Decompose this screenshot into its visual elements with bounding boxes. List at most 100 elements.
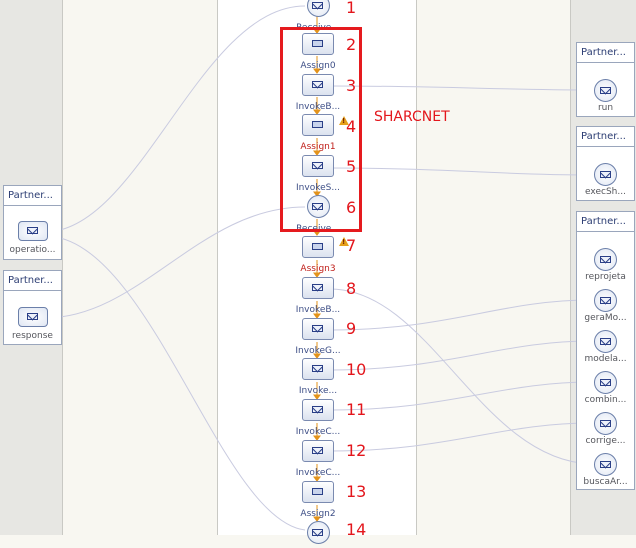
invoke-icon[interactable] — [302, 440, 334, 462]
activity-label: Invoke... — [298, 386, 338, 396]
operation-icon-wrap[interactable] — [4, 221, 61, 245]
operation-label: operatio... — [9, 245, 56, 255]
activity-label: InvokeC... — [295, 427, 341, 437]
activity-invoke[interactable]: InvokeS... — [290, 155, 346, 193]
operation-label: run — [597, 103, 614, 113]
activity-label: InvokeG... — [295, 346, 341, 356]
operation-icon[interactable] — [594, 79, 617, 102]
wire-invoke5-execsh — [329, 167, 592, 176]
activity-invoke[interactable]: InvokeG... — [290, 318, 346, 356]
activity-label: InvokeS... — [296, 183, 340, 193]
operation-icon-wrap[interactable] — [577, 330, 634, 357]
operation-label: geraMo... — [584, 313, 627, 323]
operation-label: combin... — [584, 395, 627, 405]
activity-assign[interactable]: Assign1 — [290, 114, 346, 152]
operation-icon[interactable] — [594, 248, 617, 271]
step-number: 8 — [346, 279, 357, 298]
operation-icon[interactable] — [594, 330, 617, 353]
activity-invoke[interactable]: InvokeB... — [290, 74, 346, 112]
operation-icon[interactable] — [594, 289, 617, 312]
activity-label: Assign2 — [300, 509, 336, 519]
invoke-icon[interactable] — [302, 358, 334, 380]
operation-icon[interactable] — [594, 371, 617, 394]
step-number: 11 — [346, 400, 367, 419]
operation-icon[interactable] — [594, 163, 617, 186]
step-number: 1 — [346, 0, 357, 17]
operation-icon-wrap[interactable] — [577, 371, 634, 398]
wire-invoke8-buscaar — [329, 288, 592, 465]
receive-icon[interactable] — [306, 195, 330, 218]
activity-invoke[interactable]: Invoke... — [290, 358, 346, 396]
activity-invoke[interactable]: InvokeB... — [290, 277, 346, 315]
operation-icon-wrap[interactable] — [577, 248, 634, 275]
warning-icon[interactable]: ! — [339, 116, 349, 125]
step-number: 3 — [346, 76, 357, 95]
step-number: 13 — [346, 482, 367, 501]
operation-label: execSh... — [585, 187, 626, 197]
wire-operation-receive14 — [44, 235, 306, 531]
activity-assign[interactable]: Assign0 — [290, 33, 346, 71]
operation-icon-wrap[interactable] — [4, 307, 61, 331]
invoke-icon[interactable] — [302, 277, 334, 299]
operation-icon-wrap[interactable] — [577, 289, 634, 316]
operation-icon[interactable] — [17, 221, 48, 241]
activity-label: InvokeB... — [295, 305, 341, 315]
assign-icon[interactable] — [302, 33, 334, 55]
activity-invoke[interactable]: InvokeC... — [290, 399, 346, 437]
assign-icon[interactable] — [302, 114, 334, 136]
operation-icon-wrap[interactable] — [577, 412, 634, 439]
activity-invoke[interactable]: InvokeC... — [290, 440, 346, 478]
partner-link-header: Partner... — [4, 186, 61, 206]
operation-icon[interactable] — [594, 412, 617, 435]
operation-label: buscaAr... — [583, 477, 628, 487]
invoke-icon[interactable] — [302, 399, 334, 421]
activity-label: Assign3 — [300, 264, 336, 274]
partner-link-right-2[interactable]: Partner... execSh... — [576, 126, 635, 201]
wire-receive1-operation — [44, 5, 306, 233]
assign-icon[interactable] — [302, 236, 334, 258]
operation-label: reprojeta — [585, 272, 626, 282]
operation-icon[interactable] — [594, 453, 617, 476]
partner-link-right-3[interactable]: Partner... reprojeta geraMo... modela...… — [576, 211, 635, 490]
operation-icon-wrap[interactable] — [577, 453, 634, 480]
operation-icon-wrap[interactable] — [577, 79, 634, 106]
invoke-icon[interactable] — [302, 155, 334, 177]
partner-link-right-1[interactable]: Partner... run — [576, 42, 635, 117]
wire-invoke10-modela — [329, 340, 592, 371]
step-number: 12 — [346, 441, 367, 460]
step-number: 6 — [346, 198, 357, 217]
partner-link-left-2[interactable]: Partner... response — [3, 270, 62, 345]
step-number: 4 — [346, 117, 357, 136]
sharcnet-highlight-box — [280, 27, 362, 232]
warning-icon[interactable]: ! — [339, 237, 349, 246]
connection-wires — [44, 5, 592, 531]
invoke-icon[interactable] — [302, 318, 334, 340]
wire-invoke12-corrige — [329, 422, 592, 452]
activity-label: Assign0 — [300, 61, 336, 71]
operation-label: modela... — [584, 354, 627, 364]
step-number: 10 — [346, 360, 367, 379]
wire-invoke9-geramo — [329, 299, 592, 331]
step-number: 2 — [346, 35, 357, 54]
left-gutter — [63, 0, 218, 535]
activity-assign[interactable]: Assign3 — [290, 236, 346, 274]
step-number: 14 — [346, 520, 367, 539]
partner-link-header: Partner... — [577, 127, 634, 147]
activity-assign[interactable]: Assign2 — [290, 481, 346, 519]
partner-link-header: Partner... — [577, 43, 634, 63]
activity-label: InvokeC... — [295, 468, 341, 478]
receive-icon[interactable] — [306, 521, 330, 544]
operation-icon-wrap[interactable] — [577, 163, 634, 190]
operation-label: corrige... — [585, 436, 626, 446]
wire-receive6-response — [44, 206, 306, 319]
partner-link-header: Partner... — [577, 212, 634, 232]
assign-icon[interactable] — [302, 481, 334, 503]
receive-icon[interactable] — [306, 0, 330, 17]
wire-invoke11-combin — [329, 381, 592, 411]
invoke-icon[interactable] — [302, 74, 334, 96]
operation-icon[interactable] — [17, 307, 48, 327]
partner-link-left-1[interactable]: Partner... operatio... — [3, 185, 62, 260]
step-number: 9 — [346, 319, 357, 338]
partner-link-header: Partner... — [4, 271, 61, 291]
step-number: 5 — [346, 157, 357, 176]
